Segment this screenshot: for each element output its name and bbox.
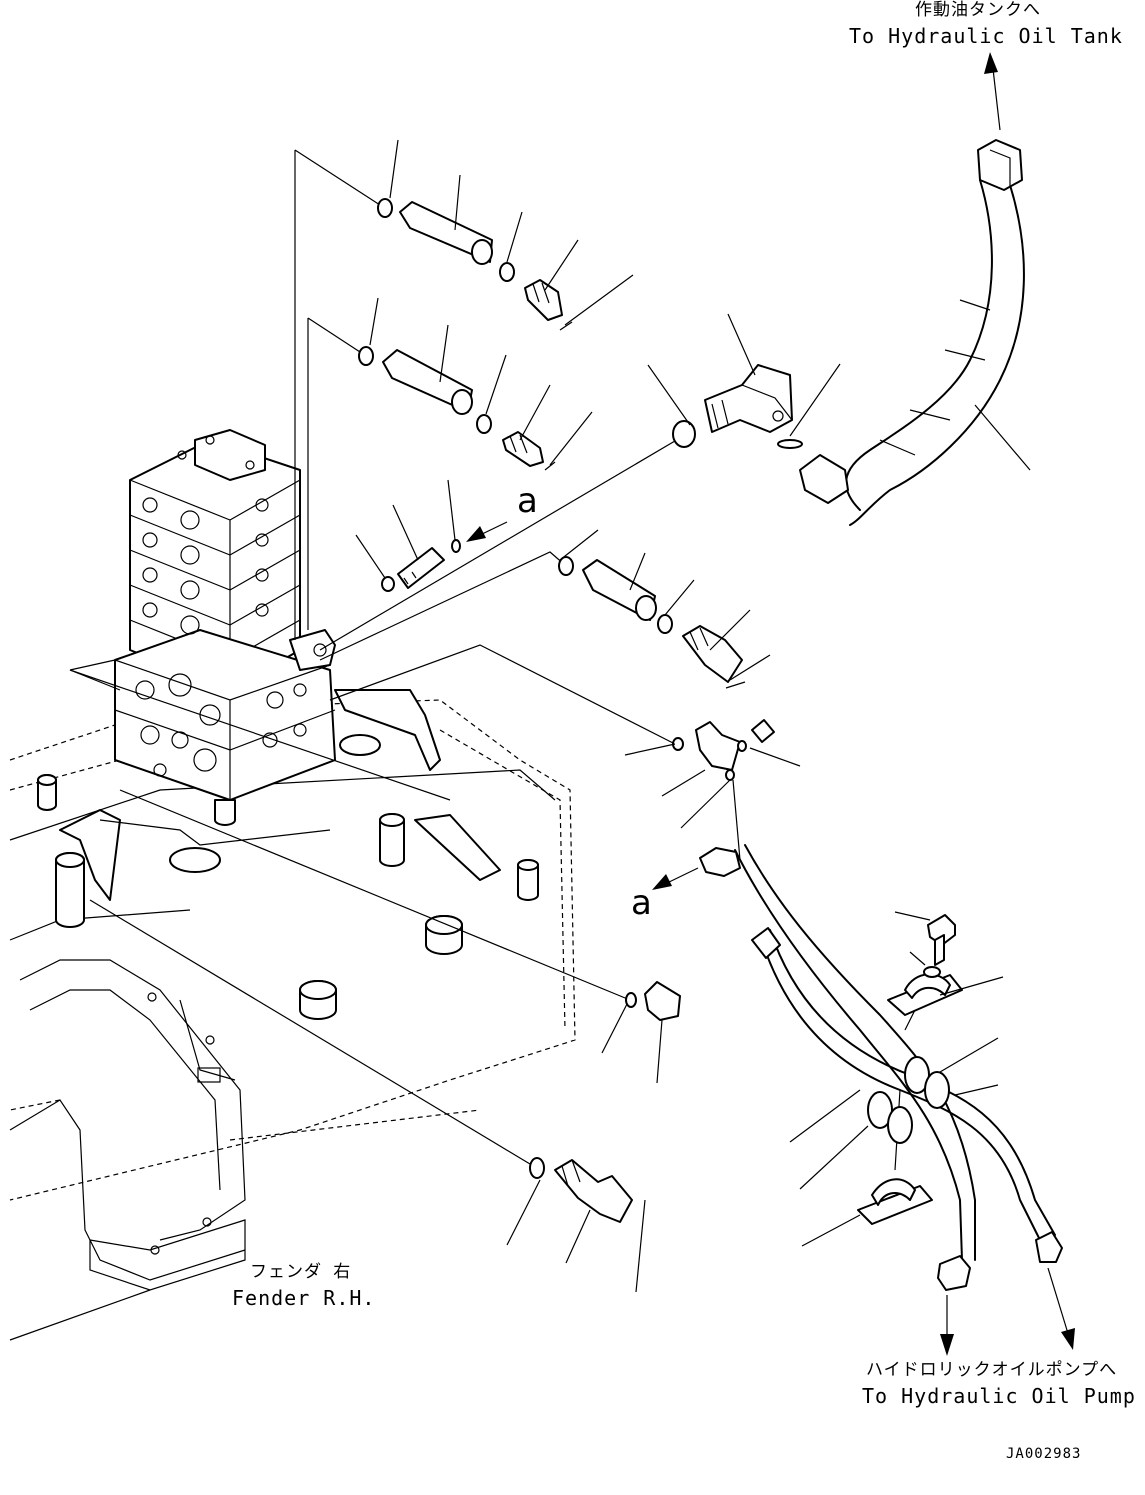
part-leaders xyxy=(355,139,1031,1293)
fittings xyxy=(358,198,803,1223)
hoses xyxy=(699,139,1063,1291)
pump-label-jp: ハイドロリックオイルポンプへ xyxy=(866,1360,1118,1380)
control-valve xyxy=(114,429,336,826)
fender-label-en: Fender R.H. xyxy=(232,1286,376,1310)
tank-label-en: To Hydraulic Oil Tank xyxy=(849,24,1123,48)
fender-label-jp: フェンダ 右 xyxy=(250,1262,352,1282)
callout-a-bottom: a xyxy=(631,883,652,923)
pump-label-en: To Hydraulic Oil Pump xyxy=(862,1384,1136,1408)
tank-label-jp: 作動油タンクへ xyxy=(915,0,1041,20)
revolving-frame xyxy=(9,689,576,1341)
flow-arrows xyxy=(466,52,1075,1356)
callout-a-top: a xyxy=(517,481,538,521)
drawing-code: JA002983 xyxy=(1006,1446,1082,1462)
